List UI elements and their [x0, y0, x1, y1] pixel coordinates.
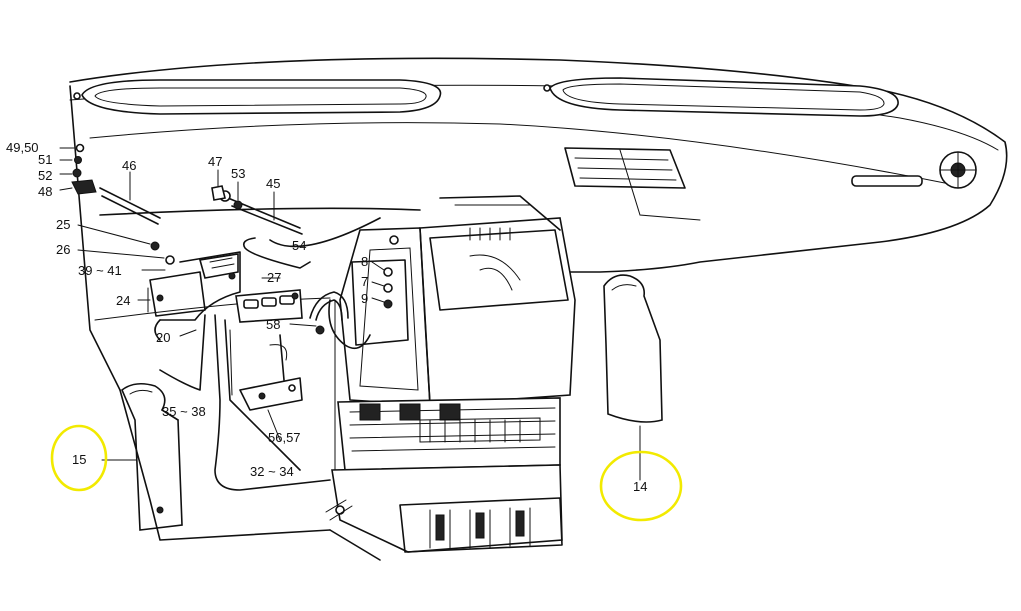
- label-45: 45: [266, 176, 280, 191]
- cable-54: [269, 217, 381, 248]
- air-duct-14: [603, 274, 663, 423]
- air-duct-15: [121, 382, 183, 531]
- label-47: 47: [208, 154, 222, 169]
- label-8: 8: [361, 254, 368, 269]
- small-parts-48-52: [71, 143, 97, 195]
- blower-housing: [325, 464, 563, 553]
- label-25: 25: [56, 217, 70, 232]
- label-52: 52: [38, 168, 52, 183]
- bracket-24: [149, 271, 206, 317]
- part-47: [211, 185, 226, 201]
- cables-32-38: [159, 299, 336, 491]
- part-25: [150, 241, 160, 251]
- label-20: 20: [156, 330, 170, 345]
- label-49-50: 49,50: [6, 140, 39, 155]
- heater-core: [337, 397, 561, 471]
- label-58: 58: [266, 317, 280, 332]
- label-46: 46: [122, 158, 136, 173]
- bracket-56-57: [239, 334, 303, 411]
- label-14: 14: [633, 479, 647, 494]
- label-35-38: 35 ~ 38: [162, 404, 206, 419]
- label-27: 27: [267, 270, 281, 285]
- part-26: [165, 255, 175, 265]
- label-26: 26: [56, 242, 70, 257]
- highlight-circle-14: [599, 450, 683, 522]
- label-24: 24: [116, 293, 130, 308]
- leader-lines: [59, 147, 641, 481]
- label-39-41: 39 ~ 41: [78, 263, 122, 278]
- highlight-circle-15: [50, 424, 108, 492]
- lever-20: [154, 251, 241, 341]
- dash-lower-edge-2: [329, 529, 381, 561]
- label-7: 7: [361, 274, 368, 289]
- defroster-vent-left: [73, 79, 442, 115]
- dash-lower-edge: [119, 389, 331, 541]
- rod-46: [99, 187, 161, 225]
- bracket-58: [309, 291, 349, 335]
- label-53: 53: [231, 166, 245, 181]
- label-51: 51: [38, 152, 52, 167]
- label-56-57: 56,57: [268, 430, 301, 445]
- label-15: 15: [72, 452, 86, 467]
- defroster-vent-right: [543, 77, 899, 117]
- heater-box: [339, 195, 576, 406]
- label-48: 48: [38, 184, 52, 199]
- plate-27: [235, 289, 303, 323]
- rod-45: [219, 190, 303, 235]
- label-54: 54: [292, 238, 306, 253]
- label-9: 9: [361, 291, 368, 306]
- part-53: [233, 200, 243, 210]
- label-32-34: 32 ~ 34: [250, 464, 294, 479]
- cable-clamp-54: [242, 237, 311, 269]
- side-bracket: [328, 259, 409, 350]
- callout-labels: 49,50 51 52 48 46 47 53 45 25 26 39 ~ 41…: [6, 140, 647, 494]
- dash-grille: [564, 147, 977, 189]
